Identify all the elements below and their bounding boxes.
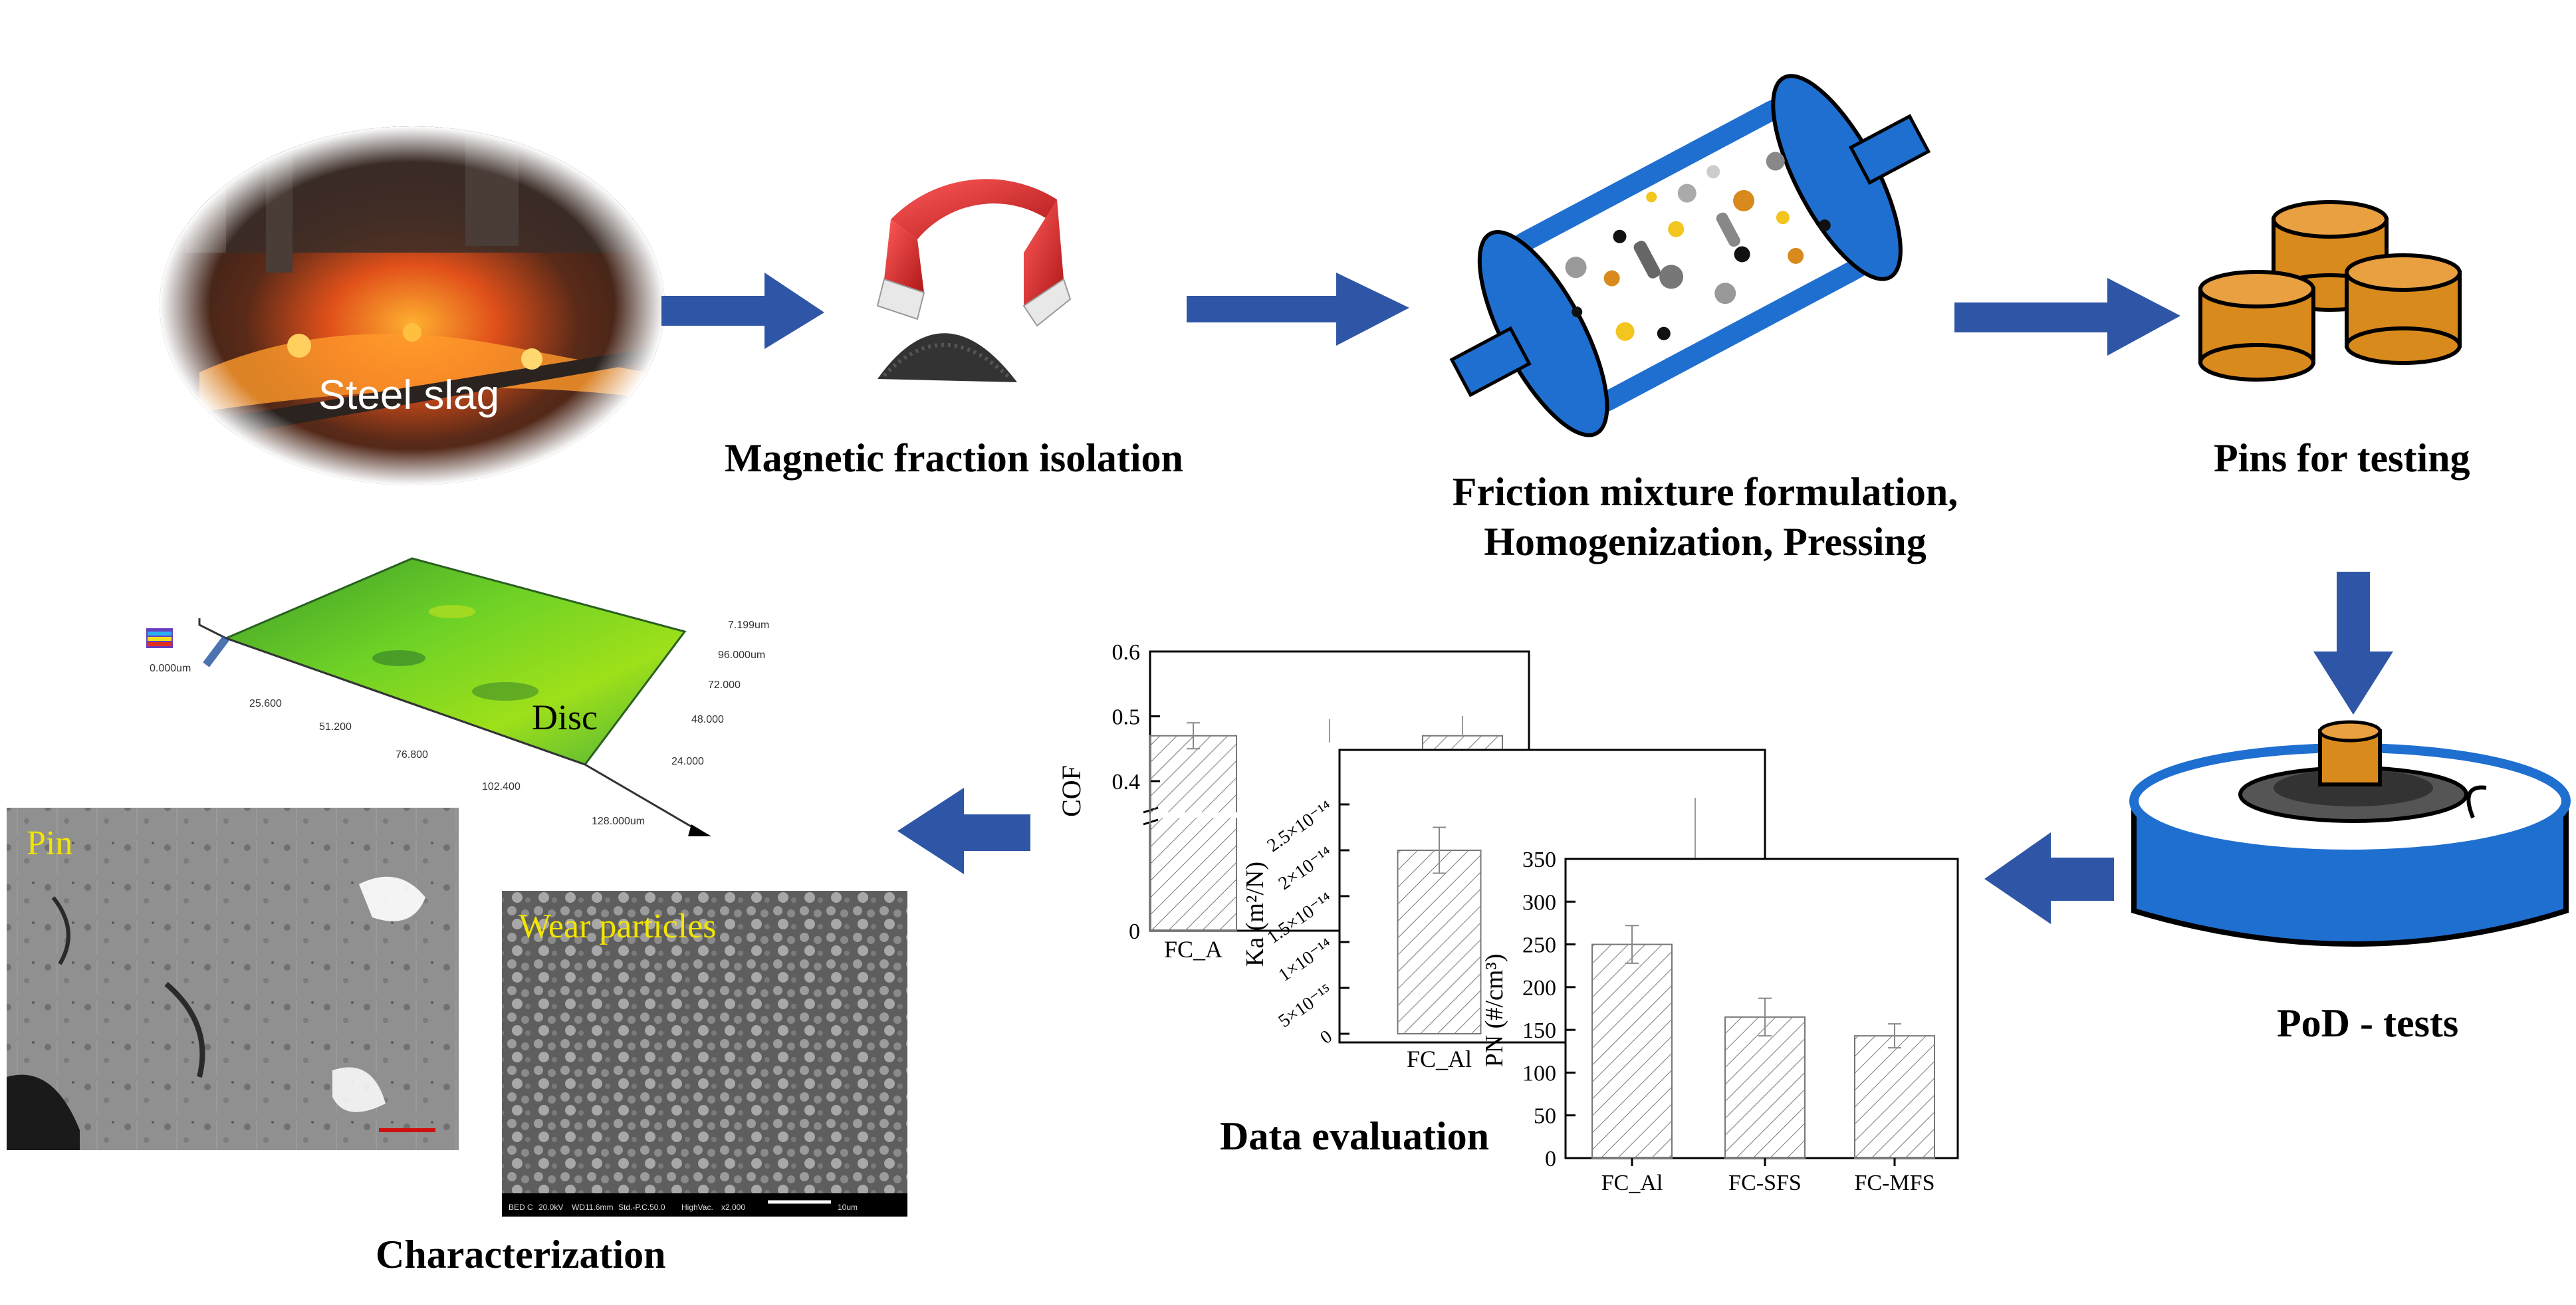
pn-tick-label-7: 350	[1522, 848, 1556, 872]
pn-tick-label-4: 200	[1522, 976, 1556, 1001]
ka-tick-label-3: 1×10⁻¹⁴	[1275, 935, 1336, 986]
profile-y-tick-2: 96.000um	[718, 650, 765, 661]
pn-x-tick-label-2: FC-MFS	[1855, 1171, 1935, 1195]
profile-zero-label: 0.000um	[150, 663, 191, 674]
pn-tick-label-3: 150	[1522, 1018, 1556, 1043]
pn-tick-label-5: 250	[1522, 933, 1556, 958]
wear-particles-sem-image: BED C 20.0kV WD11.6mm Std.-P.C.50.0 High…	[502, 891, 907, 1217]
profile-y-tick-4: 48.000	[691, 714, 724, 725]
pins-icon	[2198, 200, 2462, 382]
ka-y-axis-label: Ka (m²/N)	[1241, 862, 1269, 967]
profile-x-tick-4: 102.400	[482, 781, 521, 792]
cof-tick-label-3: 0	[1129, 919, 1140, 944]
wear-particles-label: Wear particles	[519, 907, 717, 945]
pin-label: Pin	[27, 824, 72, 862]
sem-footer-6: x2,000	[721, 1203, 745, 1212]
profile-x-tick-5: 128.000um	[592, 816, 645, 827]
pn-bar-2	[1854, 1035, 1935, 1159]
characterization-caption: Characterization	[376, 1233, 666, 1276]
pn-bar-0	[1591, 943, 1673, 1159]
arrow-data-to-characterization	[897, 788, 1030, 874]
disc-label: Disc	[532, 697, 598, 737]
sem-footer-5: HighVac.	[681, 1203, 713, 1212]
profile-y-tick-5: 24.000	[671, 756, 704, 767]
pn-x-tick-label-1: FC-SFS	[1728, 1171, 1802, 1195]
pin-tablet-right	[2345, 253, 2462, 365]
profile-y-tick-1: 7.199um	[728, 620, 769, 631]
cof-bar-0	[1149, 735, 1237, 931]
pn-x-tick-label-0: FC_Al	[1601, 1171, 1663, 1195]
sem-footer-7: 10um	[838, 1203, 858, 1212]
cof-tick-label-1: 0.5	[1112, 705, 1141, 730]
cof-y-axis-label: COF	[1056, 765, 1086, 817]
ka-bars	[1397, 798, 1696, 1034]
mixture-caption-line1: Friction mixture formulation,	[1452, 470, 1958, 514]
cof-x-tick: FC_A	[1164, 936, 1223, 963]
steel-slag-photo	[160, 126, 665, 485]
pn-y-axis-label: PN (#/cm³)	[1480, 954, 1508, 1068]
pn-tick-label-0: 0	[1545, 1147, 1556, 1171]
magnetic-fraction-caption: Magnetic fraction isolation	[725, 436, 1183, 480]
data-evaluation-caption: Data evaluation	[1220, 1114, 1489, 1158]
cof-tick-label-0: 0.6	[1112, 640, 1141, 665]
steel-slag-label: Steel slag	[318, 372, 499, 418]
arrow-slag-to-magnet	[661, 273, 824, 349]
pod-caption: PoD - tests	[2277, 1001, 2459, 1045]
sem-footer-4: Std.-P.C.50.0	[618, 1203, 665, 1212]
pn-tick-label-2: 100	[1522, 1061, 1556, 1086]
sem-footer-3: WD11.6mm	[572, 1203, 613, 1212]
pn-tick-label-1: 50	[1534, 1104, 1556, 1129]
pn-bars	[1591, 925, 1935, 1159]
sem-footer-2: 20.0kV	[538, 1203, 563, 1212]
cof-tick-label-2: 0.4	[1112, 770, 1141, 794]
ka-bar-0	[1397, 850, 1482, 1034]
sem-footer-1: BED C	[509, 1203, 533, 1212]
pod-tester-icon	[2129, 720, 2571, 947]
magnet-icon	[876, 179, 1072, 382]
arrow-pins-to-pod	[2313, 572, 2393, 715]
pn-bar-1	[1724, 1016, 1806, 1159]
arrow-magnet-to-mixture	[1187, 273, 1409, 346]
arrow-mixture-to-pins	[1954, 278, 2180, 356]
profile-x-tick-1: 25.600	[249, 698, 282, 709]
pin-tablet-left	[2198, 270, 2315, 382]
mixture-caption: Friction mixture formulation, Homogeniza…	[1396, 467, 2014, 567]
profile-x-tick-3: 76.800	[396, 749, 428, 761]
mixer-drum-icon	[1449, 74, 1931, 437]
profile-y-tick-3: 72.000	[708, 679, 741, 691]
pin-sem-image: Pin	[7, 808, 459, 1150]
mixture-caption-line2: Homogenization, Pressing	[1484, 520, 1927, 564]
cof-axis-break	[1151, 812, 1284, 818]
profile-x-tick-2: 51.200	[319, 721, 352, 733]
pins-caption: Pins for testing	[2214, 436, 2470, 480]
pn-tick-label-6: 300	[1522, 890, 1556, 915]
ka-tick-label-5: 0	[1317, 1026, 1336, 1048]
ka-tick-label-4: 5×10⁻¹⁵	[1275, 981, 1336, 1032]
ka-x-tick: FC_Al	[1407, 1046, 1472, 1072]
pn-y-ticks: 0 50 100 150 200 250 300 350	[1522, 848, 1576, 1171]
surface-profile-plot: 0.000um 25.600 51.200 76.800 102.400 128…	[146, 557, 769, 836]
pn-x-ticks: FC_Al FC-SFS FC-MFS	[1601, 1158, 1935, 1195]
cof-bars	[1149, 715, 1503, 931]
mixture-particles	[1565, 152, 1831, 341]
arrow-pod-to-data	[1984, 832, 2114, 924]
